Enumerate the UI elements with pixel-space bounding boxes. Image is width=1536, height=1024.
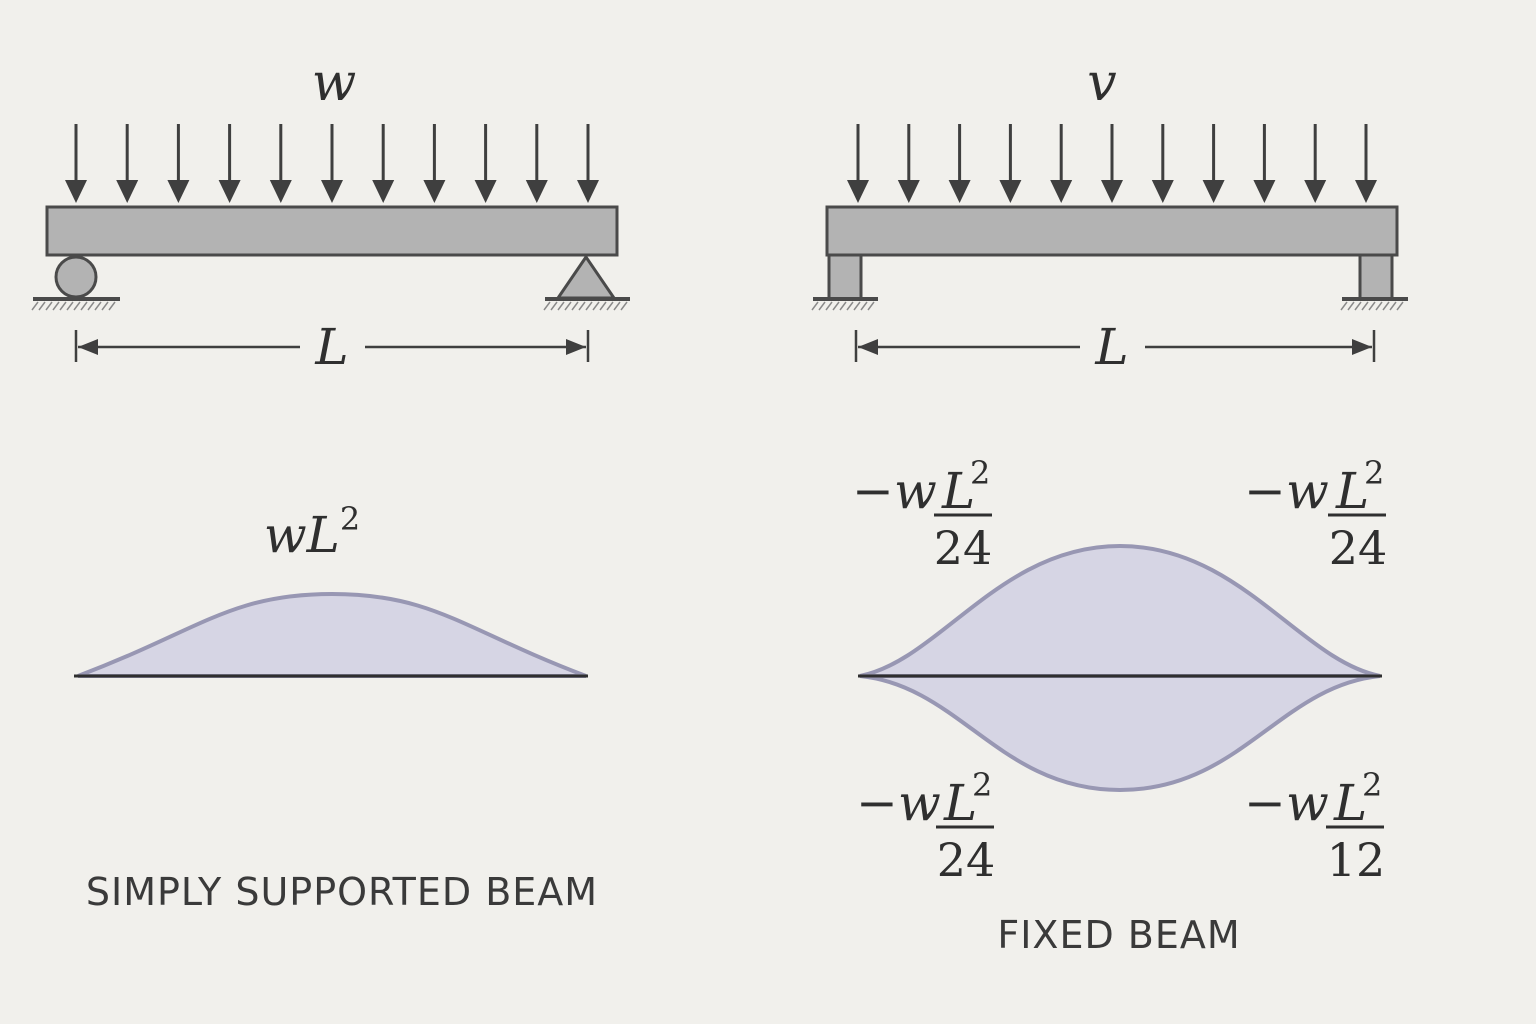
load-arrow — [948, 124, 971, 203]
load-arrow — [116, 124, 139, 203]
svg-text:24: 24 — [1329, 521, 1388, 575]
ground-hatch-roller — [31, 301, 116, 311]
caption-simply-supported: SIMPLY SUPPORTED BEAM — [86, 870, 598, 914]
svg-text:−: − — [852, 462, 894, 520]
load-arrow — [1355, 124, 1377, 203]
moment-label-left: wL2 — [264, 500, 360, 564]
load-arrow — [372, 124, 395, 203]
moment-curve-right-upper — [859, 543, 1381, 678]
load-arrow — [474, 124, 497, 203]
load-arrow — [577, 124, 599, 203]
svg-text:2: 2 — [1362, 766, 1382, 804]
load-arrow — [1304, 124, 1327, 203]
distributed-load-arrows-right — [847, 124, 1377, 203]
load-arrow — [167, 124, 190, 203]
svg-text:24: 24 — [934, 521, 993, 575]
svg-text:2: 2 — [1364, 454, 1384, 492]
svg-text:−: − — [856, 774, 898, 832]
load-arrow — [1101, 124, 1123, 203]
load-arrow — [321, 124, 343, 203]
moment-label-bottom-left: − w L 2 24 — [856, 766, 995, 887]
moment-curve-right-lower — [859, 674, 1381, 793]
fixed-support-right — [1358, 253, 1394, 301]
svg-text:w: w — [898, 774, 941, 832]
ground-hatch-pin — [543, 301, 628, 311]
span-label-right: L — [1094, 318, 1128, 376]
load-arrow — [999, 124, 1022, 203]
moment-label-top-right: − w L 2 24 — [1244, 454, 1387, 575]
svg-text:L: L — [1335, 462, 1369, 520]
span-label-left: L — [314, 318, 348, 376]
load-arrow — [218, 124, 241, 203]
svg-text:L: L — [941, 462, 975, 520]
moment-label-top-left: − w L 2 24 — [852, 454, 992, 575]
simply-supported-panel: w L wL2 SIMPLY SUPPORTED BEAM — [31, 53, 630, 914]
load-arrow — [847, 124, 869, 203]
svg-text:w: w — [1286, 774, 1329, 832]
caption-fixed-beam: FIXED BEAM — [997, 913, 1240, 957]
ground-hatch-fixed-left — [811, 301, 875, 311]
load-arrow — [65, 124, 87, 203]
load-arrow — [1202, 124, 1225, 203]
load-arrow — [269, 124, 292, 203]
fixed-panel: v L − w L 2 24 − w — [811, 53, 1408, 957]
svg-text:12: 12 — [1327, 833, 1386, 887]
svg-text:−: − — [1244, 774, 1286, 832]
fixed-support-left — [827, 253, 863, 301]
beam-right — [825, 205, 1399, 257]
span-dimension-right — [854, 330, 1376, 362]
svg-text:−: − — [1244, 462, 1286, 520]
svg-text:2: 2 — [970, 454, 990, 492]
moment-label-bottom-right: − w L 2 12 — [1244, 766, 1385, 887]
pin-support — [555, 254, 617, 300]
load-arrow — [525, 124, 548, 203]
beam-left — [45, 205, 619, 257]
ground-hatch-fixed-right — [1340, 301, 1404, 311]
load-symbol-right: v — [1087, 53, 1116, 113]
load-symbol-left: w — [312, 53, 357, 113]
svg-text:L: L — [943, 774, 977, 832]
svg-text:L: L — [1333, 774, 1367, 832]
svg-text:24: 24 — [937, 833, 996, 887]
roller-support — [54, 255, 98, 299]
moment-curve-left — [77, 591, 587, 678]
load-arrow — [1253, 124, 1276, 203]
load-arrow — [1050, 124, 1073, 203]
svg-text:w: w — [1286, 462, 1329, 520]
span-dimension-left — [74, 330, 590, 362]
load-arrow — [423, 124, 446, 203]
distributed-load-arrows-left — [65, 124, 599, 203]
load-arrow — [897, 124, 920, 203]
load-arrow — [1151, 124, 1174, 203]
svg-text:w: w — [894, 462, 937, 520]
svg-text:2: 2 — [972, 766, 992, 804]
